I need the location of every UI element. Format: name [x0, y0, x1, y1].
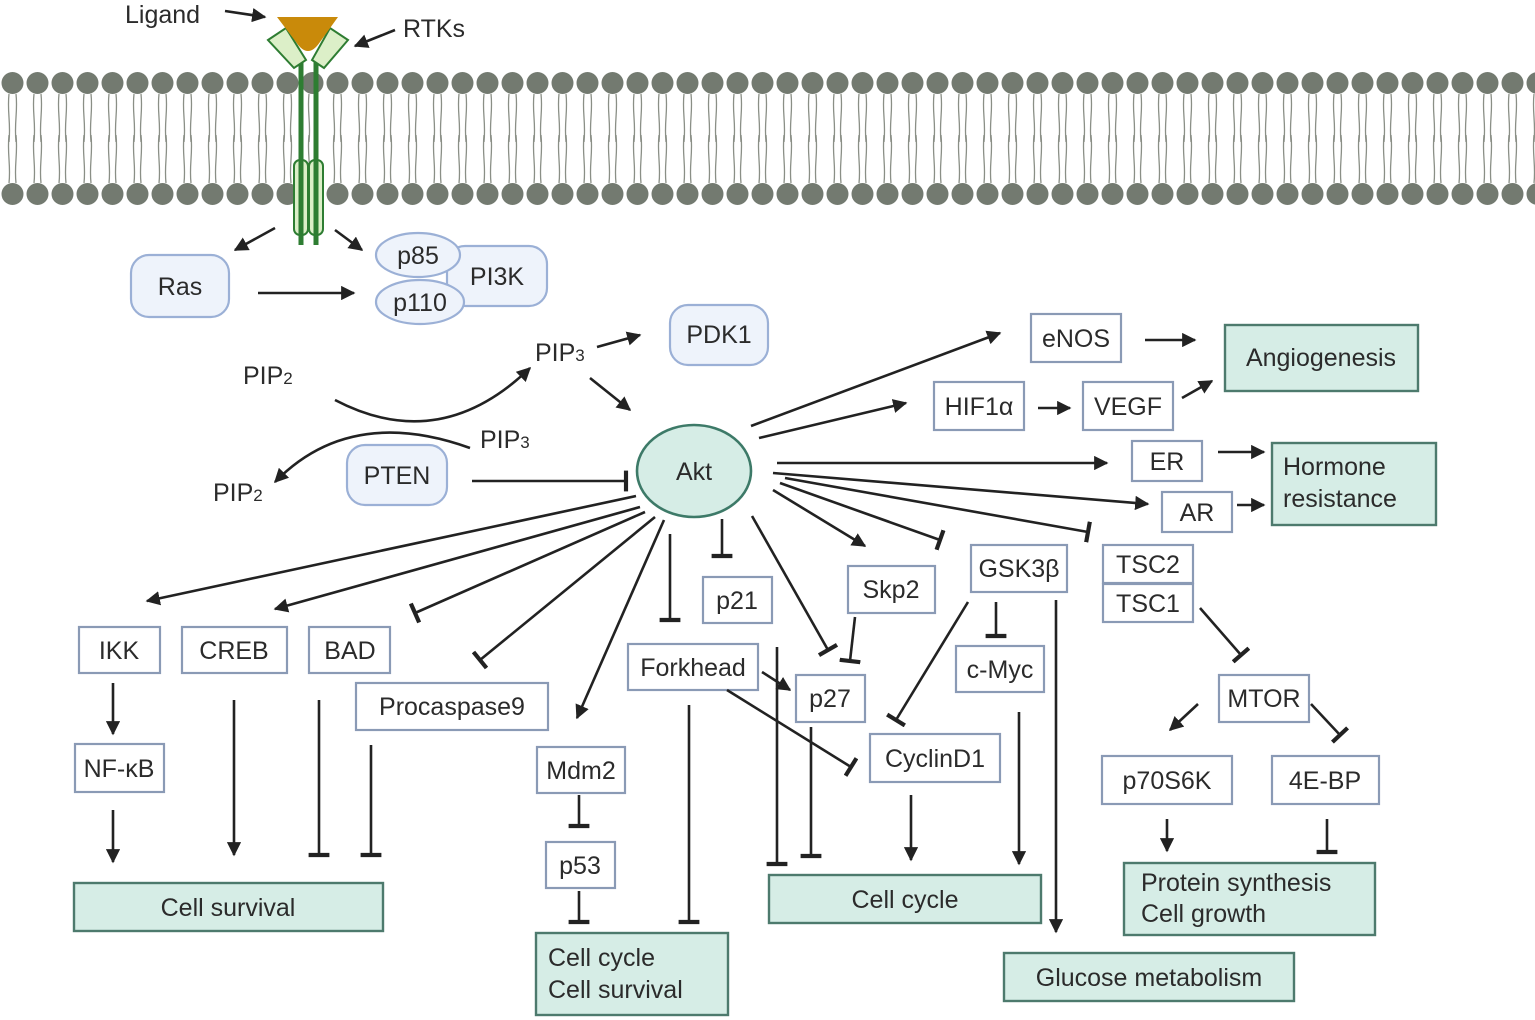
- ar-label: AR: [1180, 499, 1215, 527]
- bad-label: BAD: [324, 637, 375, 665]
- protein-synthesis-box: [1122, 861, 1377, 937]
- p85-label: p85: [397, 242, 439, 270]
- tsc2-label: TSC2: [1116, 551, 1180, 579]
- skp2-label: Skp2: [863, 576, 920, 604]
- ikk-label: IKK: [99, 637, 140, 665]
- er-label: ER: [1150, 448, 1185, 476]
- 4ebp-box: [1270, 754, 1381, 806]
- hormone-resistance-label: Hormone resistance: [1283, 453, 1397, 513]
- pip2-substrate-label: PIP2: [243, 362, 293, 390]
- p53-box: [544, 840, 617, 890]
- rtks-label: RTKs: [403, 15, 465, 43]
- skp2-box: [846, 564, 937, 615]
- tsc2-box: [1101, 543, 1195, 585]
- ligand-label: Ligand: [125, 1, 200, 29]
- gsk3b-box: [969, 543, 1069, 594]
- cell-cycle-survival-box: [534, 931, 730, 1017]
- pi3k-node: [445, 244, 549, 308]
- akt-label: Akt: [676, 458, 712, 486]
- creb-label: CREB: [199, 637, 268, 665]
- ras-node: [129, 253, 231, 319]
- p21-label: p21: [716, 587, 758, 615]
- cell-membrane: [0, 70, 1535, 207]
- vegf-label: VEGF: [1094, 393, 1162, 421]
- hormone-resistance-box: [1270, 441, 1438, 527]
- mtor-box: [1217, 673, 1311, 724]
- cyclind1-box: [868, 732, 1002, 784]
- cmyc-box: [954, 644, 1046, 694]
- mdm2-box: [535, 745, 627, 795]
- gsk3b-label: GSK3β: [978, 555, 1059, 583]
- pip3-product-label: PIP3: [535, 339, 585, 367]
- ras-label: Ras: [158, 273, 202, 301]
- glucose-metabolism-label: Glucose metabolism: [1036, 964, 1262, 992]
- p21-box: [701, 575, 774, 625]
- procaspase9-label: Procaspase9: [379, 693, 525, 721]
- pip2-product-label: PIP2: [213, 479, 263, 507]
- cmyc-label: c-Myc: [967, 656, 1034, 684]
- p70s6k-box: [1100, 754, 1234, 806]
- hif1a-box: [932, 380, 1026, 432]
- cell-cycle-box: [767, 873, 1043, 925]
- pip3-substrate-label: PIP3: [480, 426, 530, 454]
- ikk-box: [77, 625, 162, 675]
- p110-label: p110: [393, 289, 447, 317]
- pdk1-node: [668, 303, 770, 367]
- bad-box: [307, 625, 392, 675]
- vegf-box: [1081, 380, 1175, 432]
- enos-box: [1029, 312, 1123, 364]
- p27-label: p27: [809, 685, 851, 713]
- cell-cycle-label: Cell cycle: [852, 886, 959, 914]
- tsc1-label: TSC1: [1116, 590, 1180, 618]
- tsc1-box: [1101, 582, 1195, 624]
- er-box: [1130, 439, 1204, 483]
- mdm2-label: Mdm2: [546, 757, 615, 785]
- protein-synthesis-label: Protein synthesis Cell growth: [1141, 869, 1338, 928]
- nfkb-label: NF-κB: [84, 755, 155, 783]
- cell-survival-box: [72, 881, 385, 933]
- ligand-icon: [277, 17, 338, 51]
- p85-subunit: [374, 231, 462, 279]
- pi3k-label: PI3K: [470, 263, 525, 291]
- p110-subunit: [374, 278, 466, 326]
- rtk-receptor: [266, 26, 350, 245]
- nfkb-box: [73, 742, 166, 794]
- akt-node: [635, 423, 753, 519]
- pdk1-label: PDK1: [686, 321, 751, 349]
- p27-box: [794, 673, 867, 724]
- procaspase9-box: [354, 681, 550, 732]
- cell-survival-label: Cell survival: [161, 894, 296, 922]
- p53-label: p53: [559, 852, 601, 880]
- ar-box: [1160, 490, 1234, 534]
- cell-cycle-survival-label: Cell cycle Cell survival: [548, 944, 683, 1004]
- angiogenesis-label: Angiogenesis: [1246, 344, 1396, 372]
- forkhead-label: Forkhead: [640, 654, 746, 682]
- cyclind1-label: CyclinD1: [885, 745, 985, 773]
- enos-label: eNOS: [1042, 325, 1110, 353]
- angiogenesis-box: [1223, 323, 1420, 393]
- mtor-label: MTOR: [1227, 685, 1300, 713]
- p70s6k-label: p70S6K: [1123, 767, 1212, 795]
- forkhead-box: [626, 642, 760, 692]
- 4ebp-label: 4E-BP: [1289, 767, 1361, 795]
- hif1a-label: HIF1α: [945, 393, 1014, 421]
- pten-label: PTEN: [364, 462, 431, 490]
- creb-box: [180, 625, 289, 675]
- pten-node: [345, 443, 449, 507]
- glucose-metabolism-box: [1002, 951, 1296, 1003]
